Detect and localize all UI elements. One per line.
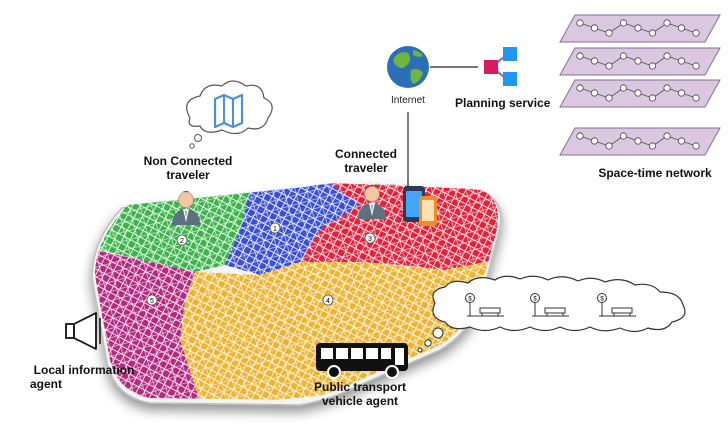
network-node — [648, 142, 657, 150]
network-node — [590, 57, 599, 65]
planning-service-icon — [484, 47, 517, 86]
zone-number-4: 4 — [326, 298, 330, 305]
network-node — [605, 94, 613, 102]
network-node — [663, 52, 671, 60]
network-node — [692, 62, 700, 70]
zone-number-5: 5 — [150, 298, 154, 305]
non-connected-traveler-line2: traveler — [166, 168, 210, 182]
network-node — [634, 57, 642, 65]
bus-stop-icon: $ — [465, 293, 504, 317]
non-connected-traveler-person-icon — [172, 191, 200, 225]
zone-marker-2 — [176, 234, 188, 246]
non-connected-traveler-line1: Non Connected — [143, 154, 233, 168]
network-node — [590, 137, 599, 145]
network-node — [634, 137, 642, 145]
internet-label: Internet — [391, 95, 425, 106]
connected-traveler-label: Connected traveler — [326, 147, 406, 175]
network-node — [692, 94, 700, 102]
map-icon — [213, 93, 244, 129]
planning-service-label: Planning service — [455, 96, 551, 110]
zone-number-1: 1 — [273, 226, 277, 233]
network-node — [648, 62, 657, 70]
network-node — [619, 132, 628, 140]
network-node — [576, 19, 584, 27]
zone-marker-5 — [146, 294, 158, 306]
network-node — [648, 29, 657, 37]
network-node — [677, 137, 686, 145]
network-node — [648, 94, 657, 102]
zone-marker-1 — [269, 222, 281, 234]
network-node — [677, 24, 686, 32]
network-node — [576, 52, 584, 60]
network-node — [663, 84, 671, 92]
bus-stop-icon: $ — [597, 293, 636, 317]
bus-icon — [316, 343, 408, 379]
network-nodes — [576, 19, 700, 150]
zone-number-3: 3 — [368, 236, 372, 243]
public-transport-line1: Public transport — [313, 380, 406, 394]
network-node — [677, 57, 686, 65]
network-node — [576, 84, 584, 92]
svg-text:$: $ — [533, 297, 537, 303]
globe-icon — [387, 46, 429, 88]
phone-icon — [403, 186, 437, 226]
network-node — [590, 89, 599, 97]
network-node — [619, 84, 628, 92]
bus-stop-thought-cloud — [417, 275, 686, 353]
non-connected-traveler-label: Non Connected traveler — [128, 154, 248, 182]
connected-traveler-person-icon — [358, 185, 386, 219]
connected-traveler-line1: Connected — [334, 147, 397, 161]
public-transport-line2: vehicle agent — [321, 394, 399, 408]
zone-marker-3 — [364, 232, 376, 244]
network-node — [605, 29, 613, 37]
network-node — [590, 24, 599, 32]
space-time-network-label: Space-time network — [598, 166, 712, 180]
zone-number-2: 2 — [180, 238, 184, 245]
network-node — [692, 142, 700, 150]
network-node — [634, 24, 642, 32]
local-information-line1: Local information — [33, 363, 135, 377]
network-node — [605, 62, 613, 70]
thought-cloud-icon — [186, 80, 273, 149]
public-transport-agent-label: Public transport vehicle agent — [300, 380, 420, 408]
network-node — [663, 19, 671, 27]
space-time-network — [559, 14, 721, 156]
local-information-line2: agent — [30, 377, 63, 391]
network-node — [576, 132, 584, 140]
network-node — [634, 89, 642, 97]
network-node — [677, 89, 686, 97]
network-node — [619, 52, 628, 60]
network-node — [619, 19, 628, 27]
local-information-agent-label: Local information agent — [24, 363, 144, 391]
connected-traveler-line2: traveler — [344, 161, 388, 175]
network-node — [663, 132, 671, 140]
network-node — [692, 29, 700, 37]
bus-stop-icons: $ $ $ — [465, 293, 636, 317]
bus-stop-icon: $ — [530, 293, 569, 317]
megaphone-icon — [65, 312, 101, 350]
svg-text:$: $ — [600, 297, 604, 303]
zone-marker-4 — [322, 294, 334, 306]
zone-markers: 1 2 3 4 5 — [146, 222, 376, 306]
svg-text:$: $ — [468, 297, 472, 303]
network-node — [605, 142, 613, 150]
